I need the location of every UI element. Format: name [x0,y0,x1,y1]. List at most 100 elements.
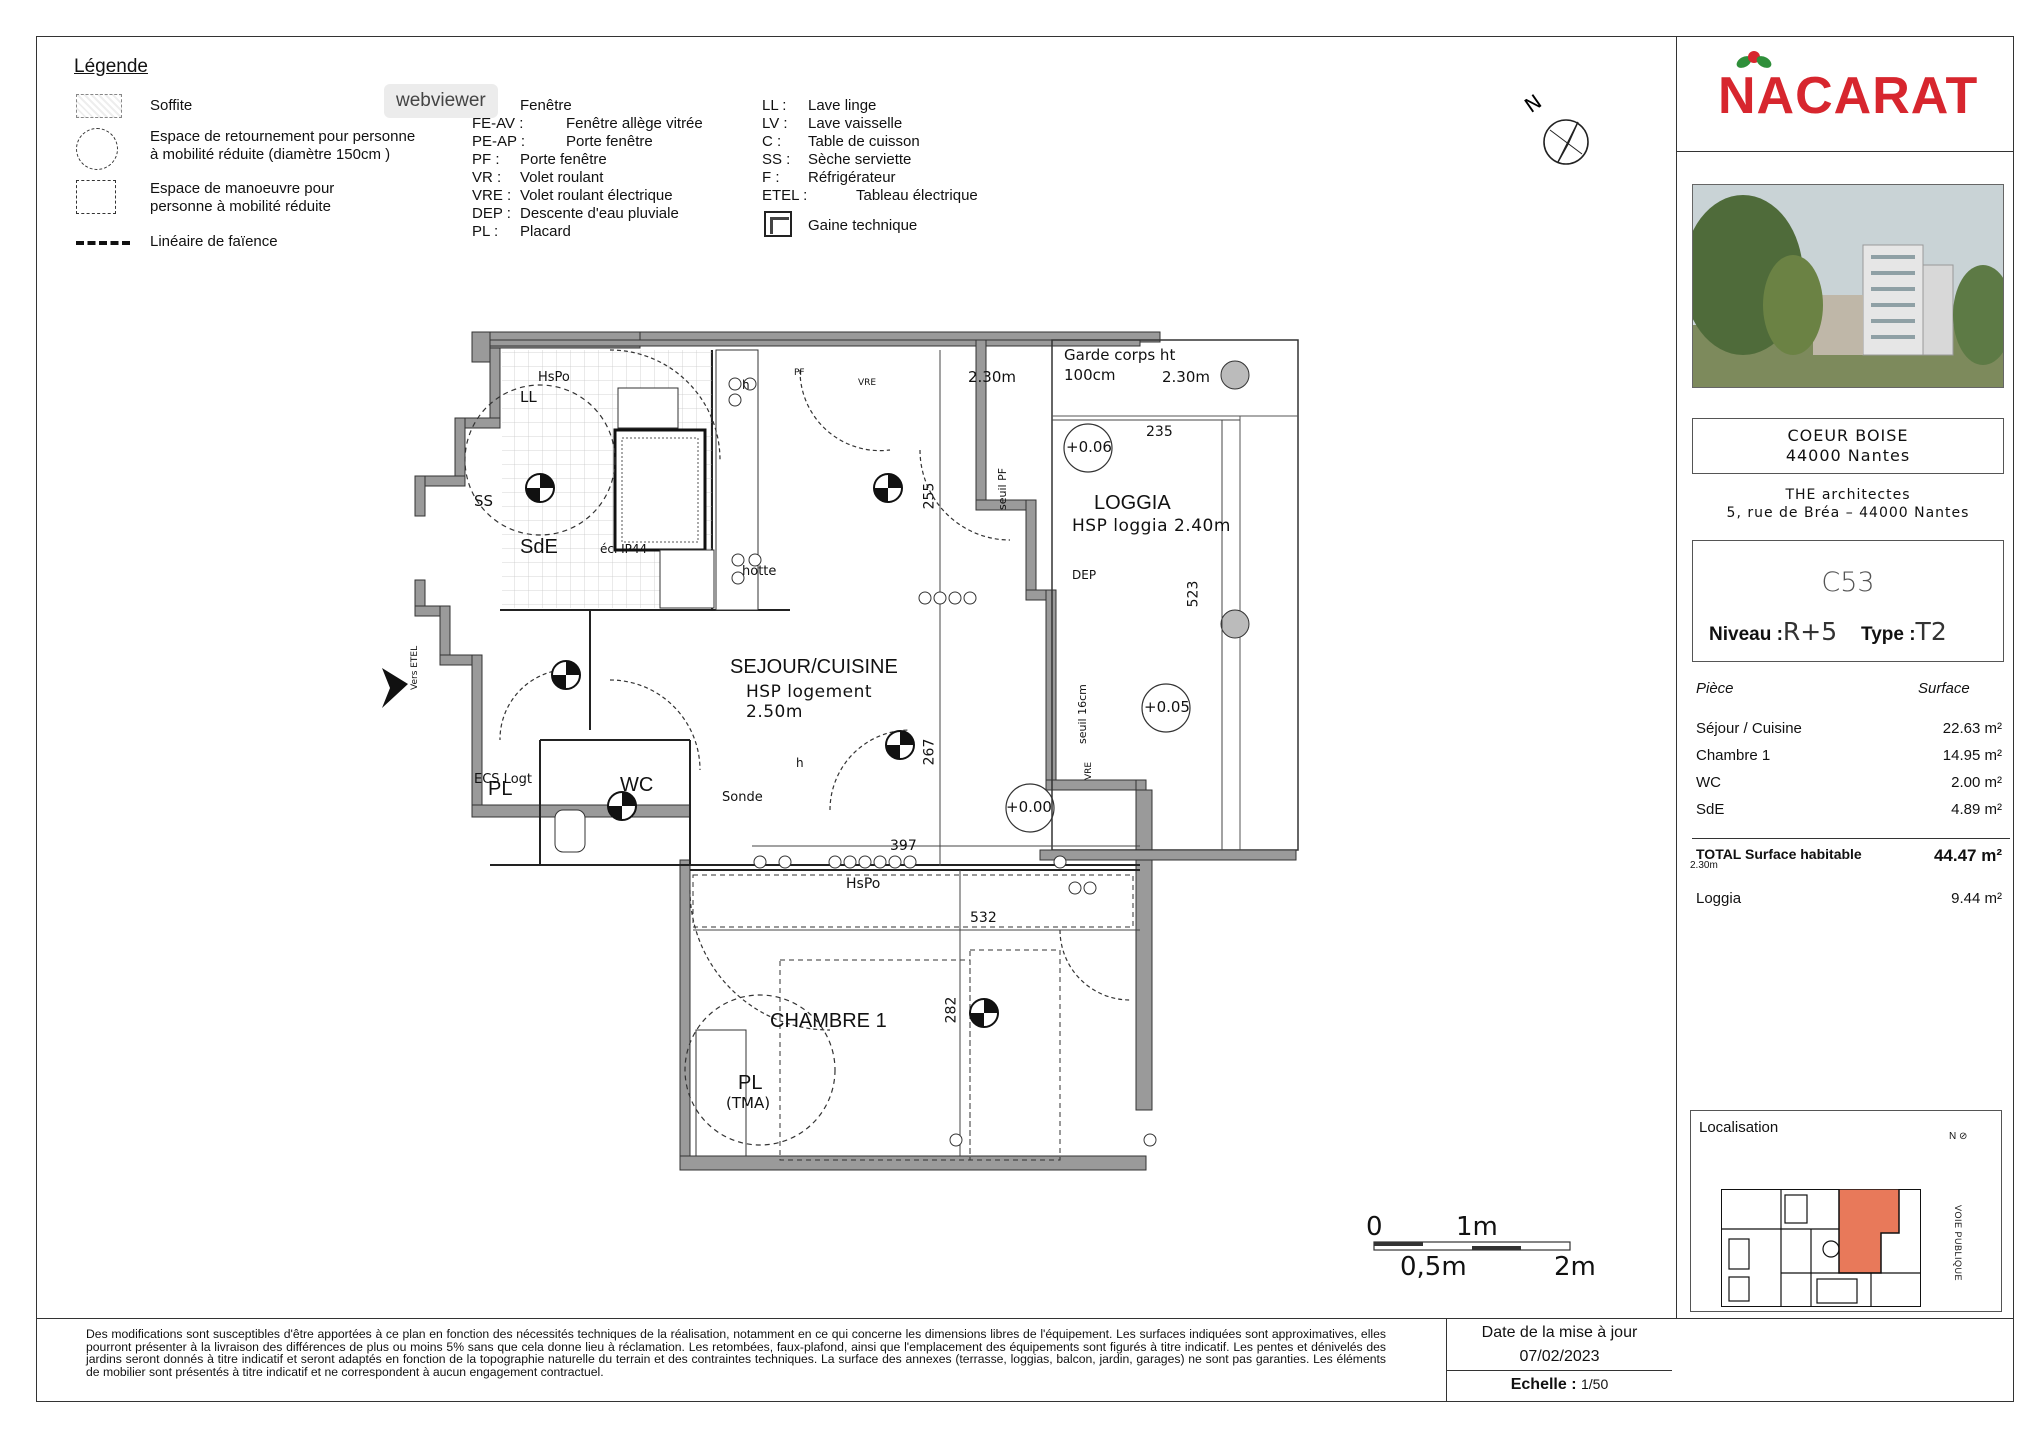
hspo-label-2: HsPo [846,876,881,892]
room-name-loggia: LOGGIA [1094,492,1171,514]
dep-label: DEP [1072,568,1097,582]
floor-plan-drawing [382,331,1299,1171]
vers-etel-label: Vers ETEL [410,645,420,690]
legend-title: Légende [74,56,148,77]
project-name: COEUR BOISE [1787,426,1909,445]
scale-1m: 1m [1456,1212,1498,1242]
architect-block: THE architectes 5, rue de Bréa – 44000 N… [1692,486,2004,522]
hspo-label-1: HsPo [538,370,570,385]
project-city: 44000 Nantes [1785,446,1911,465]
ss-label: SS [474,492,494,510]
lot-type-value: T2 [1915,617,1947,646]
lot-box: C53 Niveau :R+5 Type :T2 [1692,540,2004,662]
dim-523: 523 [1185,580,1202,608]
door-swings [499,349,1131,1031]
vre-label-2: VRE [1084,761,1094,780]
toilet-icon [554,809,586,853]
scale-0: 0 [1366,1212,1383,1242]
localisation-title: Localisation [1699,1119,1779,1136]
legend-gaine: Gaine technique [808,217,918,234]
building-photo [1692,184,2004,388]
localisation-map [1720,1188,1922,1308]
hotte-label: hotte [742,564,777,579]
room-name-chambre: CHAMBRE 1 [770,1010,887,1032]
legend-soffite: Soffite [150,97,193,114]
seuil-pf-label: seuil PF [996,467,1009,510]
dim-235: 235 [1146,424,1173,440]
webviewer-badge[interactable]: webviewer [384,84,498,118]
dim-267: 267 [921,738,938,766]
ecs-label: ECS Logt [474,772,532,787]
ecl-label: écl IP44 [600,542,648,556]
maneuver-space-symbol-icon [76,180,116,214]
scale-05m: 0,5m [1400,1252,1467,1282]
architect-name: THE architectes [1785,487,1911,503]
north-compass-icon: N [1520,89,1589,165]
scale-bar: 0 1m 0,5m 2m [1360,1206,1600,1286]
drawing-sheet-border [36,36,2014,1402]
height-230-a: 2.30m [968,368,1017,386]
disclaimer-text: Des modifications sont susceptibles d'êt… [86,1327,1386,1379]
height-230-b: 2.30m [1162,368,1211,386]
lot-niveau: Niveau :R+5 [1709,617,1838,646]
date-box: Date de la mise à jour 07/02/2023 Echell… [1446,1318,1672,1402]
voie-publique-label: VOIE PUBLIQUE [1953,1205,1963,1282]
legend-faience: Linéaire de faïence [150,233,278,250]
room-name-sde: SdE [520,536,558,558]
north-arrow: N [1520,88,1590,178]
scale-label: Echelle : 1/50 [1510,1376,1609,1393]
kitchen-counter [715,349,759,611]
legend-retournement: Espace de retournement pour personne à m… [150,128,416,163]
room-name-pl-entree: PL [488,778,513,800]
legend-manoeuvre: Espace de manoeuvre pour personne à mobi… [150,180,335,215]
soffite-symbol-icon [76,94,122,118]
sidebar-panel [1676,36,2014,1318]
room-hsp-loggia: HSP loggia 2.40m [1072,516,1231,536]
room-hsp-value-sejour: 2.50m [746,702,803,722]
garde-corps-height: 100cm [1064,366,1116,384]
date-value: 07/02/2023 [1519,1348,1600,1365]
logo-box [1676,36,2014,152]
washing-machine-icon [617,387,679,429]
sink-icon [659,549,715,609]
dim-397: 397 [890,838,917,854]
dimension-lines [693,350,1240,1156]
room-hsp-label-sejour: HSP logement [746,682,873,702]
ll-label: LL [520,388,537,406]
seuil-label: seuil 16cm [1076,684,1089,744]
localisation-north-icon: N ⊘ [1949,1131,1968,1142]
surface-header-piece: Pièce [1696,680,1734,697]
shower-tray-icon [613,428,707,552]
level-000: +0.00 [1006,798,1052,816]
date-label: Date de la mise à jour [1481,1324,1638,1341]
scale-value: 1/50 [1581,1376,1609,1392]
level-005: +0.05 [1144,698,1190,716]
project-box: COEUR BOISE 44000 Nantes [1692,418,2004,474]
dim-255: 255 [921,482,938,510]
room-name-pl-chambre: PL [738,1072,763,1094]
tile-line-symbol-icon [76,241,130,245]
lot-code: C53 [1821,567,1875,598]
entrance-arrow-icon [382,668,408,708]
dim-532: 532 [970,910,997,926]
brand-logo: NACARAT [1718,67,1979,125]
level-006: +0.06 [1066,438,1112,456]
localisation-box: Localisation N ⊘ VOIE PUBLIQUE [1690,1110,2002,1312]
scale-2m: 2m [1554,1252,1596,1282]
architect-address: 5, rue de Bréa – 44000 Nantes [1726,505,1970,521]
surface-header-surface: Surface [1918,680,1970,697]
sockets [728,377,1157,1147]
footer-divider [36,1318,2014,1319]
pf-label: PF [794,368,805,378]
lot-niveau-value: R+5 [1782,617,1838,646]
h-label-1: h [742,378,750,392]
gaine-technique-symbol-icon [764,211,792,237]
garde-corps-label: Garde corps ht [1064,346,1176,364]
h-label-2: h [796,756,804,770]
vre-label-1: VRE [858,378,877,388]
room-name-wc: WC [620,774,654,796]
room-name-sejour: SEJOUR/CUISINE [730,656,898,678]
room-sub-pl-chambre: (TMA) [726,1094,771,1112]
dim-282: 282 [943,996,960,1024]
turning-circles [464,384,836,1146]
